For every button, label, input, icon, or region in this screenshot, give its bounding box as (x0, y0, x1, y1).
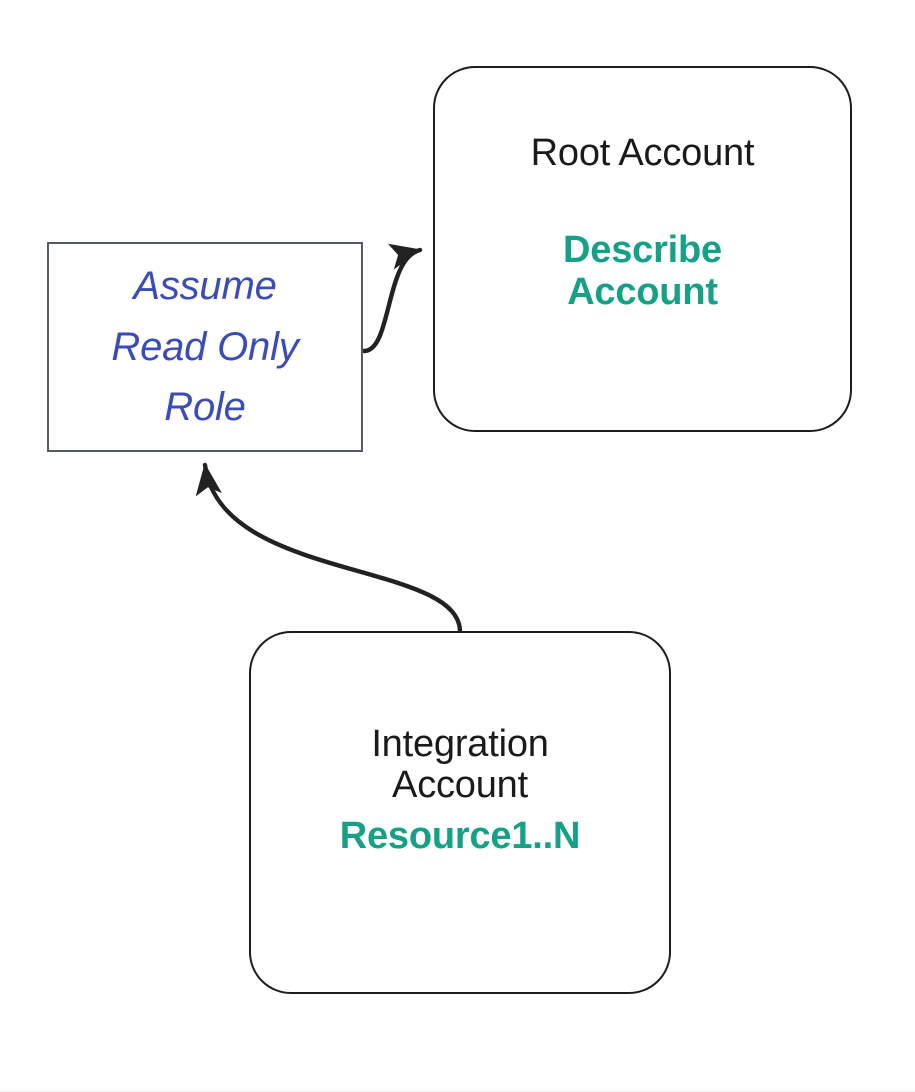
integration-account-title-line-1: Integration (371, 723, 549, 765)
integration-account-subtitle: Resource1..N (339, 815, 581, 858)
assume-role-label: Assume Read Only Role (111, 256, 298, 438)
assume-role-label-line-3: Role (164, 385, 246, 430)
root-account-subtitle: Describe Account (563, 229, 722, 314)
integration-account-title: Integration Account (371, 723, 549, 807)
root-account-subtitle-line-1: Describe (563, 229, 722, 272)
integration-account-title-line-2: Account (392, 764, 528, 807)
root-account-title: Root Account (530, 132, 755, 174)
node-assume-read-only-role[interactable]: Assume Read Only Role (47, 242, 363, 452)
assume-role-label-line-2: Read Only (111, 324, 299, 369)
edge-integration-to-role (195, 462, 463, 635)
node-root-account[interactable]: Root Account Describe Account (433, 66, 852, 432)
edge-role-to-root (361, 243, 423, 354)
node-integration-account[interactable]: Integration Account Resource1..N (249, 631, 671, 994)
root-account-subtitle-line-2: Account (567, 270, 718, 313)
assume-role-label-line-1: Assume (133, 263, 277, 308)
